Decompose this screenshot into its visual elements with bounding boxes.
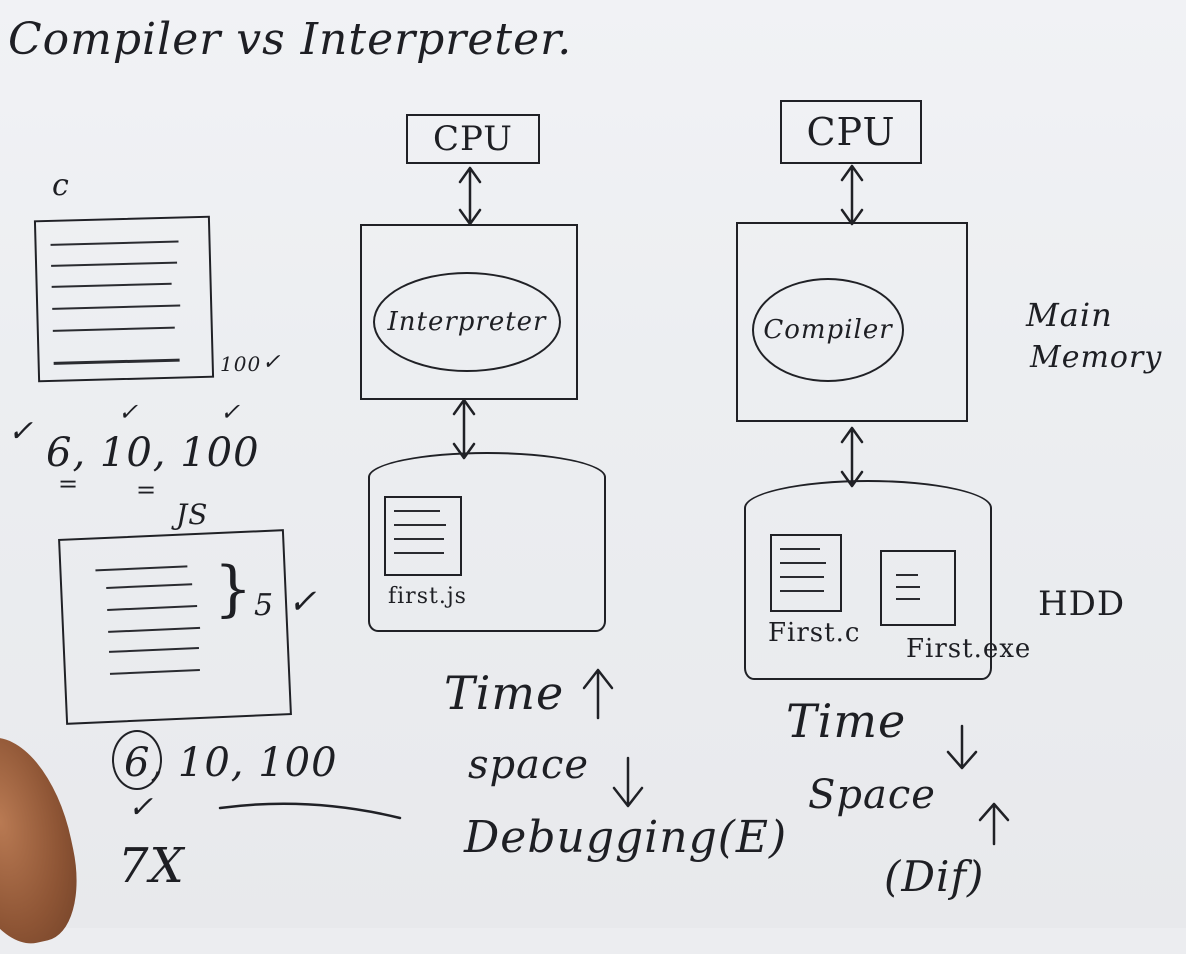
compiler-time-label: Time [786, 694, 907, 748]
speed-multiplier-label: 7X [118, 838, 185, 894]
js-numbers-label: 6, 10, 100 [124, 740, 338, 786]
cpu-box-interpreter: CPU [406, 114, 540, 164]
difficulty-label: (Dif) [884, 852, 985, 901]
check-mark-icon: ✓ [262, 350, 282, 375]
js-language-label: JS [176, 498, 209, 531]
hdd-label: HDD [1038, 584, 1126, 624]
equals-mark: = [58, 470, 80, 498]
down-arrow-icon [946, 724, 978, 770]
compiler-label: Compiler [763, 315, 893, 345]
check-mark-icon: ✓ [8, 414, 35, 449]
check-mark-icon: ✓ [128, 790, 155, 825]
down-arrow-icon [612, 756, 644, 808]
up-arrow-icon [582, 668, 614, 720]
page-title: Compiler vs Interpreter. [8, 14, 573, 65]
brace-mark: } [214, 554, 254, 624]
main-memory-label-line1: Main [1026, 296, 1113, 334]
exe-file-label: First.exe [906, 634, 1032, 664]
exe-file-icon [880, 550, 956, 626]
cpu-label: CPU [806, 110, 896, 154]
hdd-drum-compiler [744, 480, 992, 680]
underline-mark [218, 802, 402, 820]
compiler-ellipse: Compiler [752, 278, 904, 382]
debugging-label: Debugging(E) [464, 812, 788, 863]
interpreter-label: Interpreter [387, 307, 547, 337]
hdd-drum-interpreter [368, 452, 606, 632]
c-language-label: c [52, 168, 70, 203]
interpreter-ellipse: Interpreter [373, 272, 561, 372]
compiler-space-label: Space [808, 772, 936, 818]
cpu-label: CPU [433, 119, 513, 159]
js-file-icon [384, 496, 462, 576]
check-mark-icon: ✓ [288, 582, 318, 622]
up-arrow-icon [978, 802, 1010, 846]
connector-arrows [452, 164, 864, 488]
equals-mark: = [136, 476, 158, 504]
main-memory-label-line2: Memory [1030, 340, 1163, 375]
c-line-count: 100 [220, 352, 262, 376]
c-source-file-label: First.c [768, 618, 861, 648]
highlighted-number-circle [112, 730, 162, 790]
check-mark-icon: ✓ [220, 398, 242, 426]
js-line-count: 5 [254, 588, 275, 623]
cpu-box-compiler: CPU [780, 100, 922, 164]
c-source-file-icon [770, 534, 842, 612]
main-memory-box-interpreter [360, 224, 578, 400]
interpreter-time-label: Time [444, 666, 565, 720]
c-numbers-label: 6, 10, 100 [46, 430, 260, 476]
check-mark-icon: ✓ [118, 398, 140, 426]
js-file-label: first.js [388, 584, 467, 609]
interpreter-space-label: space [468, 742, 590, 788]
